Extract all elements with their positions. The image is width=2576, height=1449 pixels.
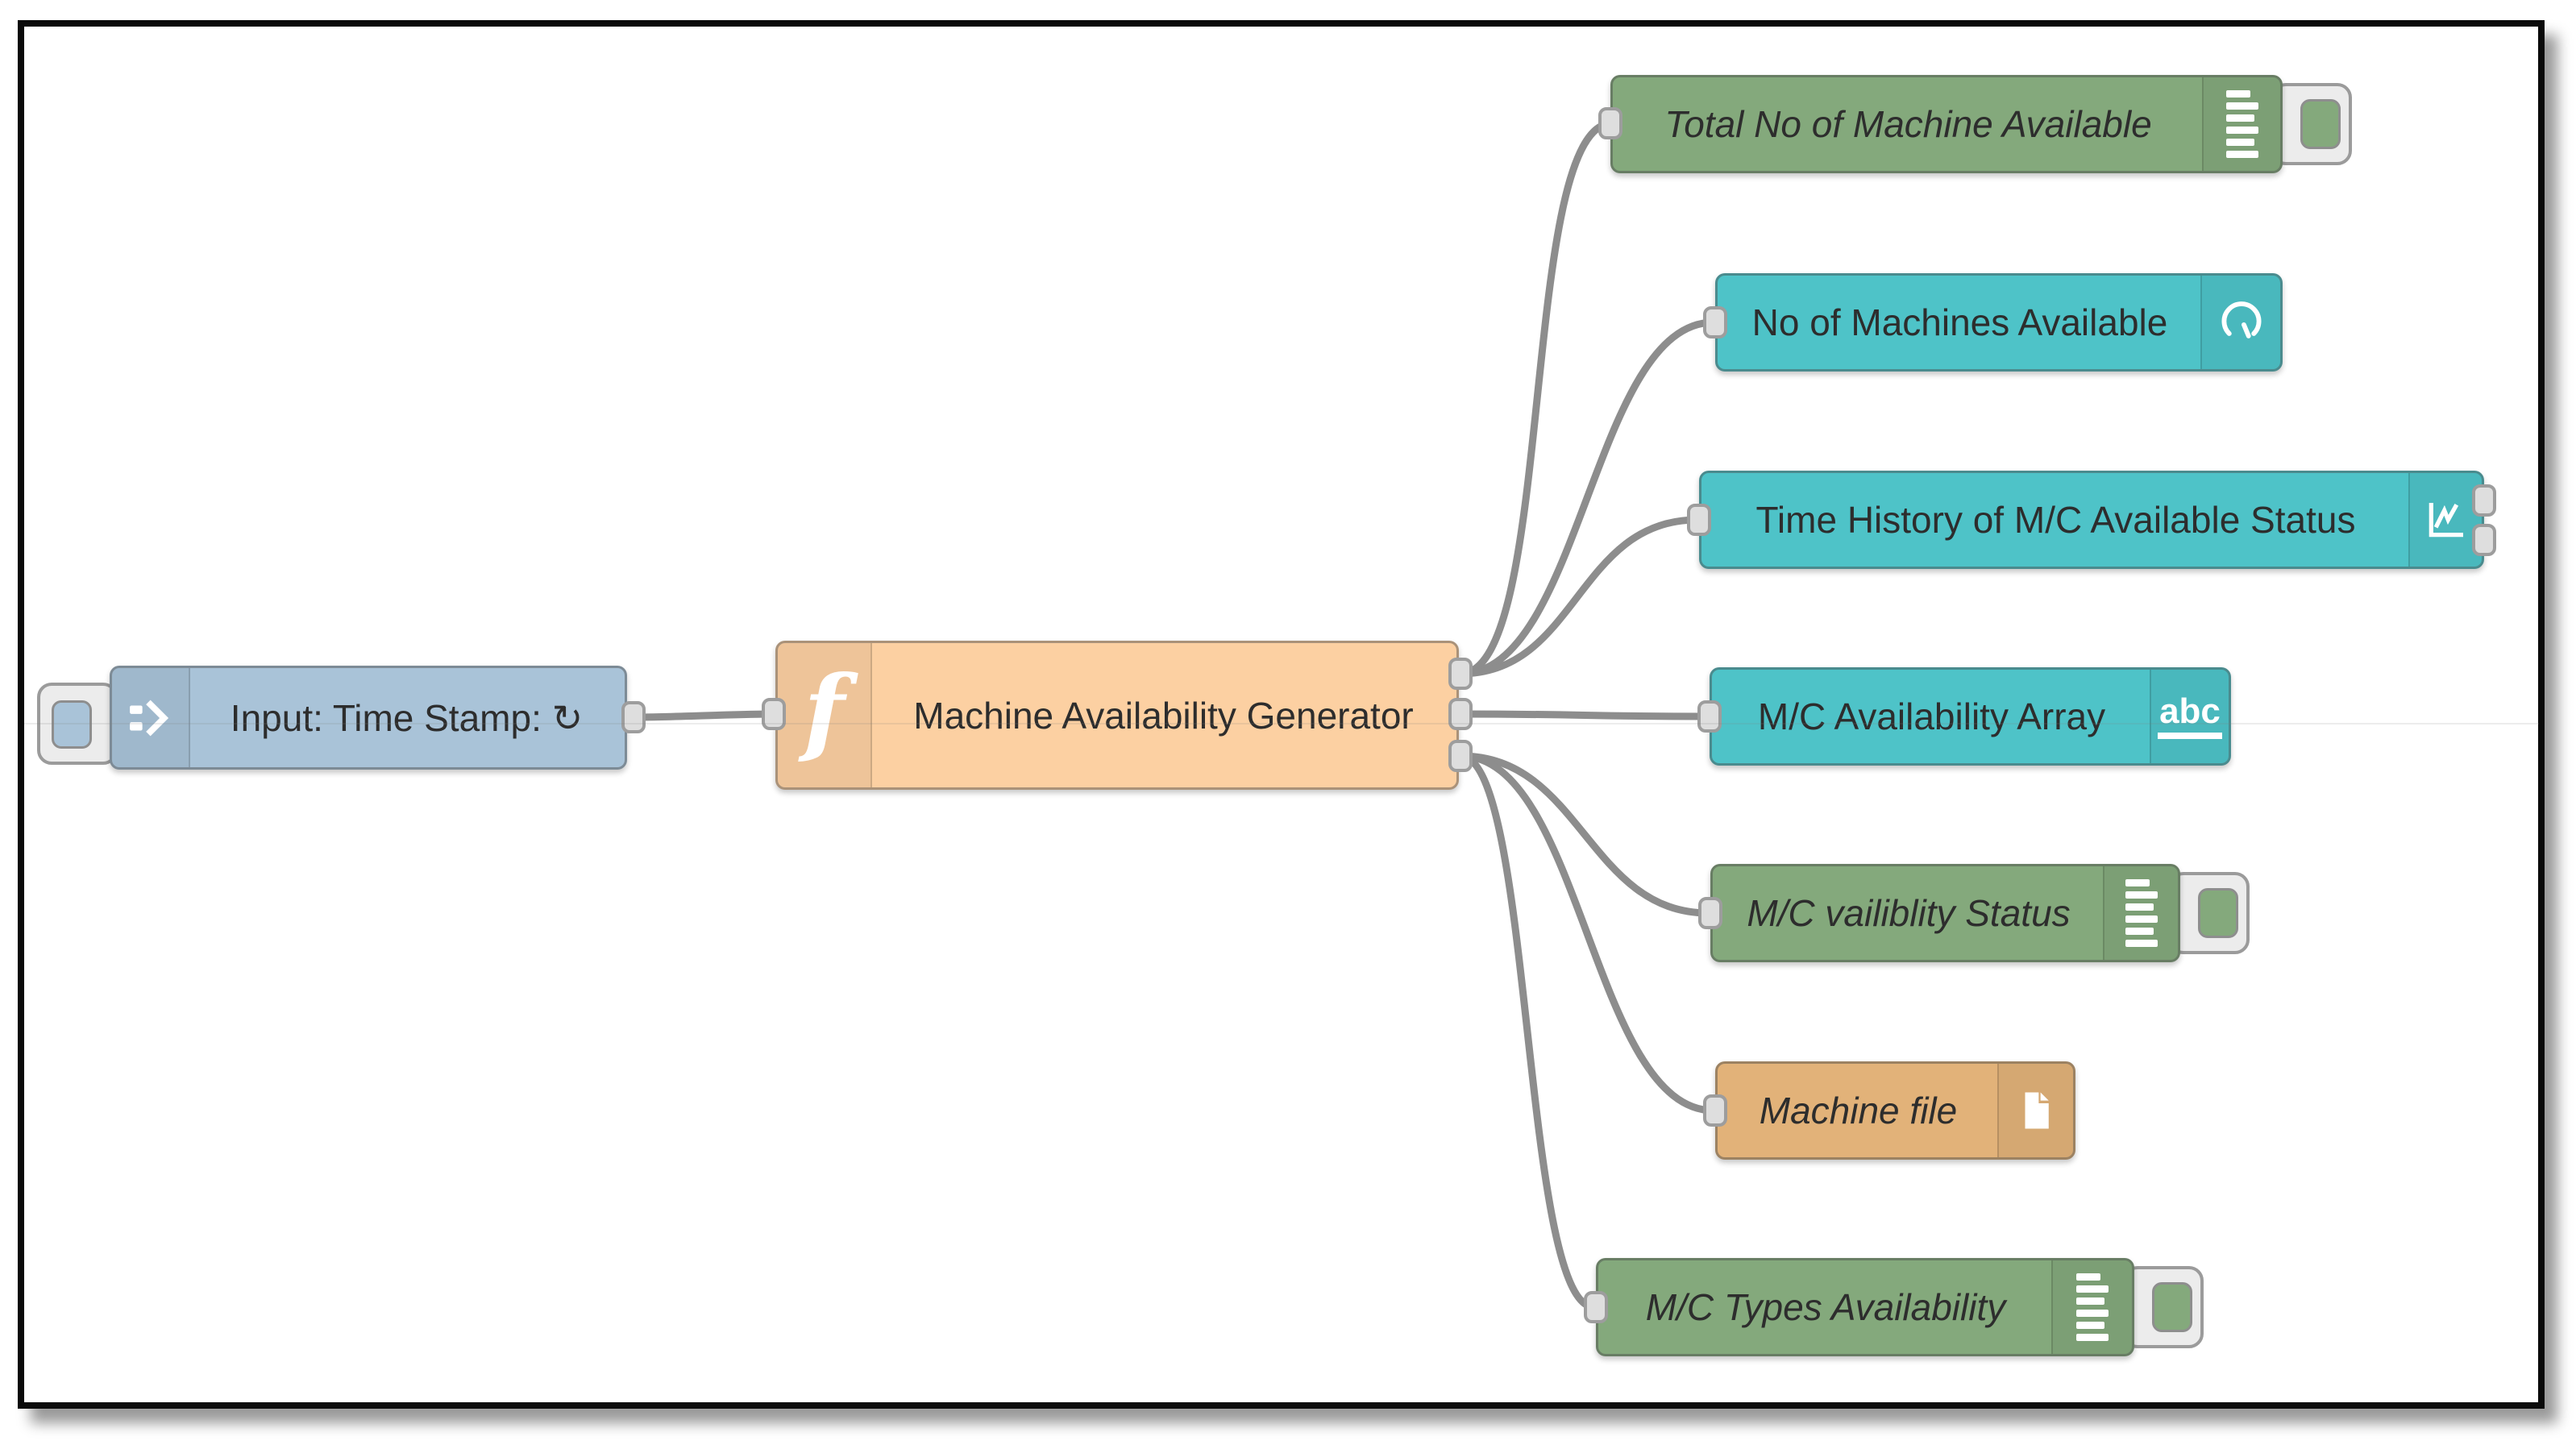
node-label: Machine file [1759,1090,1958,1131]
node-machine-file[interactable]: Machine file [1715,1061,2075,1160]
node-mc-vailiblity-status[interactable]: M/C vailiblity Status [1710,864,2180,962]
wire-out3-to-vailiblity-status[interactable] [1456,752,1713,917]
wire-out1-to-no-of-machines[interactable] [1456,318,1718,678]
debug-toggle-button[interactable] [2271,83,2352,165]
debug-toggle-face [2198,888,2238,938]
port-function-output-1[interactable] [1448,658,1473,690]
port-availability-array-input[interactable] [1697,700,1722,733]
node-label: M/C Types Availability [1645,1286,2006,1328]
port-function-input[interactable] [762,698,786,730]
chart-line-icon [2408,473,2482,567]
debug-toggle-face [2152,1282,2192,1332]
wire-out1-to-total-no[interactable] [1456,119,1616,678]
port-types-availability-input[interactable] [1584,1291,1608,1323]
node-mc-types-availability[interactable]: M/C Types Availability [1596,1258,2134,1356]
port-machine-file-input[interactable] [1703,1094,1727,1127]
node-label: M/C Availability Array [1757,695,2106,737]
text-abc-icon: abc [2150,670,2229,763]
debug-toggle-button[interactable] [2169,872,2250,954]
inject-button[interactable] [37,683,118,765]
node-time-history-of-mc-available-status[interactable]: Time History of M/C Available Status [1699,471,2484,569]
inject-arrow-icon [112,668,190,767]
file-icon [1997,1064,2073,1157]
port-time-history-input[interactable] [1687,504,1711,536]
inject-node-label: Input: Time Stamp: ↻ [230,696,584,739]
inject-button-face [52,700,92,749]
gauge-icon [2200,276,2280,369]
port-function-output-2[interactable] [1448,698,1473,730]
port-vailiblity-status-input[interactable] [1698,897,1722,929]
port-function-output-3[interactable] [1448,740,1473,772]
node-label: No of Machines Available [1751,301,2168,343]
node-machine-availability-generator[interactable]: f Machine Availability Generator [775,641,1459,790]
node-no-of-machines-available[interactable]: No of Machines Available [1715,273,2283,372]
debug-list-icon [2103,866,2178,960]
debug-toggle-button[interactable] [2123,1266,2204,1348]
port-inject-output[interactable] [621,701,646,733]
canvas-hairline [24,723,2539,724]
port-time-history-output-1[interactable] [2472,484,2496,517]
function-icon: f [778,643,872,787]
port-total-no-input[interactable] [1598,107,1622,139]
node-inject-time-stamp[interactable]: Input: Time Stamp: ↻ [110,666,627,770]
node-label: Total No of Machine Available [1664,103,2152,145]
debug-list-icon [2051,1260,2132,1354]
wire-out1-to-time-history[interactable] [1456,516,1701,678]
node-total-no-of-machine-available[interactable]: Total No of Machine Available [1610,75,2283,173]
port-no-of-machines-input[interactable] [1703,306,1727,338]
wire-out3-to-machine-file[interactable] [1456,752,1718,1115]
node-label: M/C vailiblity Status [1747,892,2071,934]
wire-out2-to-availability-array[interactable] [1456,710,1712,720]
wire-out3-to-types-availability[interactable] [1456,752,1598,1311]
function-node-label: Machine Availability Generator [913,694,1414,737]
port-time-history-output-2[interactable] [2472,524,2496,556]
node-label: Time History of M/C Available Status [1755,499,2356,541]
wire-inject-to-function[interactable] [629,710,778,721]
debug-toggle-face [2300,99,2341,149]
node-mc-availability-array[interactable]: abc M/C Availability Array [1710,667,2231,766]
debug-list-icon [2202,77,2280,171]
